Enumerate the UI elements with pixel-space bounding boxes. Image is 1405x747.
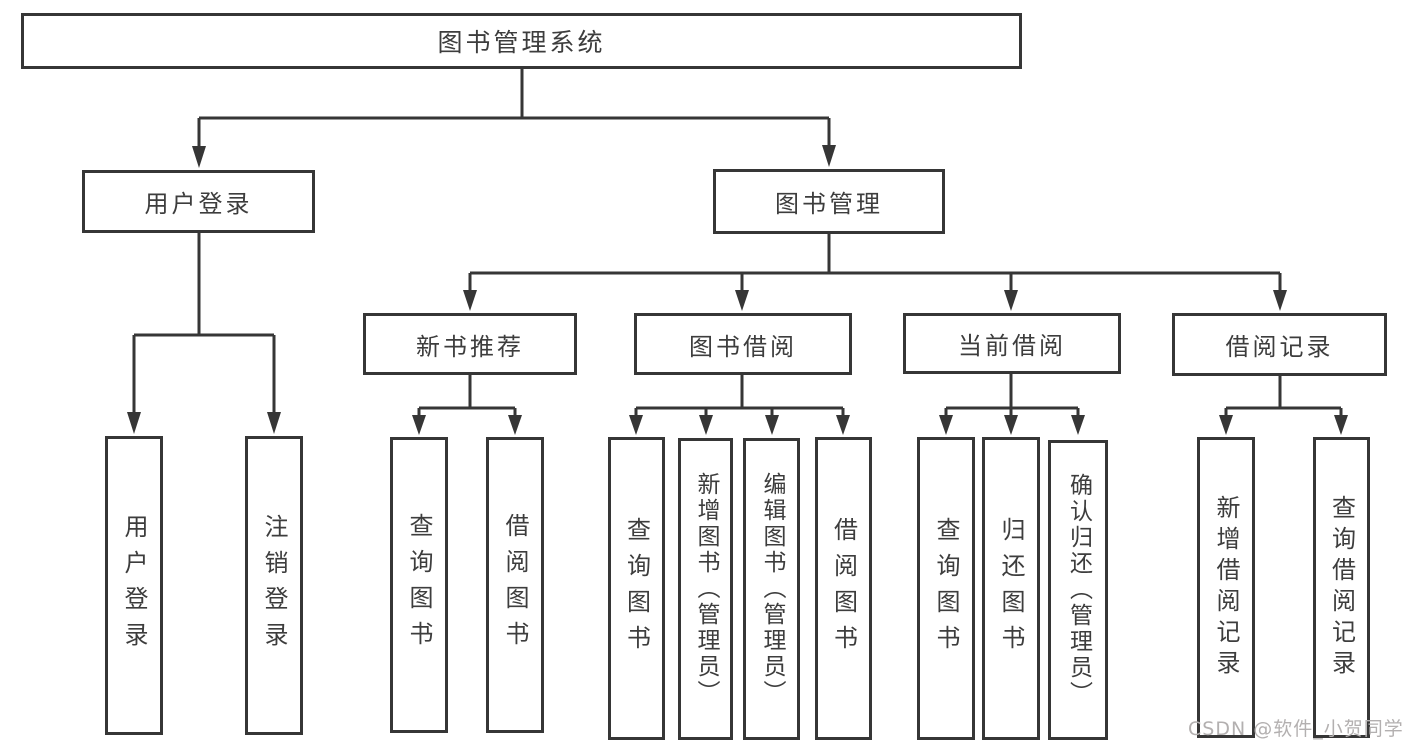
node-label: 新增图书（管理员） [693,472,719,706]
node-user-login: 用户登录 [82,170,315,233]
node-label: 借阅图书 [501,513,529,657]
node-label: 用户登录 [144,190,253,218]
node-label: 图书管理系统 [437,28,606,57]
node-label: 用户登录 [120,513,148,658]
node-label: 注销登录 [260,513,288,658]
node-label: 图书管理 [775,190,883,218]
node-borrow-books-1: 借阅图书 [486,437,544,733]
node-add-borrow-record: 新增借阅记录 [1197,437,1255,738]
node-label: 查询借阅记录 [1327,494,1356,681]
node-label: 图书借阅 [689,332,797,361]
node-query-books-3: 查询图书 [917,437,975,740]
node-confirm-return-admin: 确认归还（管理员） [1048,440,1108,740]
node-logout: 注销登录 [245,436,303,735]
node-current-borrow: 当前借阅 [903,313,1121,374]
node-edit-book-admin: 编辑图书（管理员） [743,438,800,740]
node-user-login-leaf: 用户登录 [105,436,163,735]
node-label: 当前借阅 [958,332,1066,360]
node-label: 确认归还（管理员） [1065,473,1092,707]
node-query-books-1: 查询图书 [390,437,448,733]
node-label: 编辑图书（管理员） [759,472,785,706]
node-label: 归还图书 [997,516,1025,661]
node-return-books: 归还图书 [982,437,1040,740]
node-label: 借阅图书 [829,516,858,661]
node-label: 借阅记录 [1225,333,1334,361]
node-query-borrow-record: 查询借阅记录 [1313,437,1370,738]
node-book-borrow: 图书借阅 [634,313,852,375]
node-label: 查询图书 [622,516,651,661]
node-query-books-2: 查询图书 [608,437,665,740]
watermark: CSDN @软件_小贺同学 [1188,718,1404,740]
node-label: 新书推荐 [416,332,524,361]
node-borrow-records: 借阅记录 [1172,313,1387,376]
node-label: 查询图书 [405,513,433,657]
node-library-system: 图书管理系统 [21,13,1022,69]
node-book-management: 图书管理 [713,169,945,234]
node-borrow-books-2: 借阅图书 [815,437,872,740]
node-label: 新增借阅记录 [1212,494,1240,681]
node-add-book-admin: 新增图书（管理员） [678,438,733,740]
node-new-book-recommend: 新书推荐 [363,313,577,375]
node-label: 查询图书 [932,516,960,661]
